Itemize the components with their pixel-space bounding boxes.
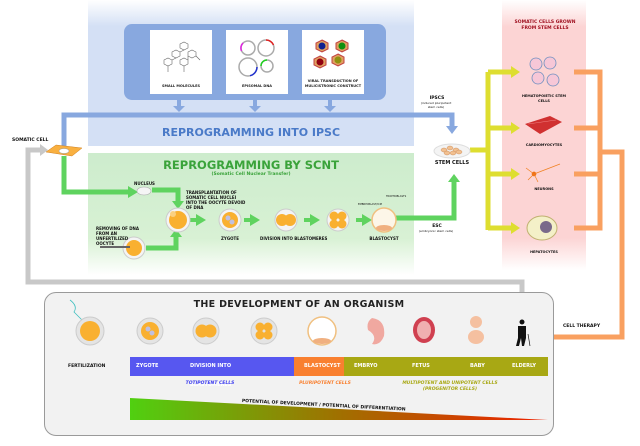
neuron-icon (525, 163, 561, 183)
method-label: EPISOMAL DNA (242, 83, 272, 88)
progenitor-label: (PROGENITOR CELLS) (422, 387, 478, 392)
blastocyst-icon (371, 207, 397, 233)
ipsc-flow-arrow (61, 112, 455, 146)
ipsc-arrowhead (446, 126, 458, 134)
cell-therapy-arrows (548, 69, 625, 340)
plasmid-rings-icon (238, 39, 275, 77)
scnt-section-subtitle: (Somatic Cell Nuclear Transfer) (211, 172, 291, 177)
step-division: DIVISION INTO BLASTOMERES (260, 236, 328, 241)
baby-icon (468, 316, 484, 344)
zygote-icon (218, 208, 242, 232)
esc-label: ESC (432, 224, 442, 229)
embryoblast-label: EMBRYOBLAST/ICM (358, 203, 382, 206)
nucleus-icon (136, 186, 152, 196)
step-blastocyst: BLASTOCYST (369, 236, 399, 241)
pluripotent-label: PLURIPOTENT CELLS (299, 381, 351, 386)
embryo-icon (367, 318, 385, 345)
multipotent-label: MULTIPOTENT AND UNIPOTENT CELLS (402, 381, 498, 386)
two-cell-icon (274, 208, 298, 232)
cardiomyocytes-icon (525, 116, 562, 134)
method-label: VIRAL TRANSDUCTION OF MULICISTRONIC CONS… (304, 79, 362, 88)
molecule-structure-icon (163, 41, 201, 72)
branch-arrowheads (511, 66, 520, 234)
trophoblast-label: TROPHOBLASTS (386, 195, 407, 198)
stage-baby: BABY (470, 363, 485, 369)
somatic-grown-title: SOMATIC CELLS GROWN FROM STEM CELLS (514, 20, 576, 31)
two-cell-stage-icon (192, 317, 220, 345)
zygote-stage-icon (136, 317, 164, 345)
scnt-arrowheads (128, 174, 460, 237)
stem-cells-label: STEM CELLS (434, 160, 470, 166)
fetus-icon (413, 317, 435, 343)
ipsc-section-title: REPROGRAMMING INTO IPSC (161, 126, 341, 139)
removing-dna-text: REMOVING OF DNA FROM AN UNFERTILIZED OOC… (96, 226, 139, 246)
transplant-label: TRANSPLANTATION OF SOMATIC CELL NUCLEI I… (186, 190, 246, 210)
method-label: SMALL MOLECULES (161, 83, 201, 88)
method-card-viral-transduction: VIRAL TRANSDUCTION OF MULICISTRONIC CONS… (302, 30, 364, 94)
development-title: THE DEVELOPMENT OF AN ORGANISM (193, 299, 405, 310)
esc-sublabel: (embryonic stem cells) (418, 229, 454, 233)
return-arrowhead (40, 144, 48, 156)
ipscs-sublabel: (induced pluripotent stem cells) (420, 101, 452, 109)
multipotent-segment (344, 357, 548, 376)
elderly-icon (516, 319, 531, 347)
hematopoietic-cells-icon (529, 56, 560, 87)
virus-particles-icon (313, 39, 349, 69)
cell-type-cardiomyocytes: CARDIOMYOCYTES (525, 143, 563, 147)
totipotent-label: TOTIPOTENT CELLS (185, 381, 235, 386)
stem-cell-branch-arrows (470, 69, 512, 231)
method-card-small-molecules: SMALL MOLECULES (150, 30, 212, 94)
pluripotent-segment (294, 357, 344, 376)
stage-zygote: ZYGOTE (136, 363, 159, 369)
cell-therapy-label: CELL THERAPY (563, 324, 601, 329)
removing-dna-label: REMOVING OF DNA FROM AN UNFERTILIZED OOC… (96, 226, 146, 246)
blastocyst-stage-icon (307, 316, 337, 346)
stage-embryo: EMBRYO (354, 363, 378, 369)
cell-type-hepatocytes: HEPATOCYTES (530, 250, 558, 254)
stage-blastocyst: BLASTOCYST (304, 363, 341, 369)
ipsc-method-arrows (173, 100, 336, 112)
totipotent-segment (130, 357, 294, 376)
hepatocyte-icon (526, 215, 558, 241)
four-cell-stage-icon (250, 317, 278, 345)
cell-type-neurons: NEURONS (534, 187, 554, 191)
step-zygote: ZYGOTE (221, 236, 239, 241)
stage-division: DIVISION INTO BLASTOMERES (190, 363, 232, 388)
oocyte-enucleated-icon (165, 207, 191, 233)
ipscs-label: IPSCs (429, 96, 445, 101)
nucleus-label: NUCLEUS (134, 181, 155, 186)
four-cell-icon (326, 208, 350, 232)
fertilization-label: FERTILIZATION (68, 364, 106, 369)
method-card-episomal-dna: EPISOMAL DNA (226, 30, 288, 94)
stage-fetus: FETUS (412, 363, 430, 369)
scnt-section-title: REPROGRAMMING BY SCNT (163, 158, 339, 172)
fertilization-egg-icon (75, 316, 105, 346)
somatic-cell-label: SOMATIC CELL (12, 138, 49, 143)
cell-type-hematopoietic: HEMATOPOIETIC STEM CELLS (521, 94, 567, 103)
unfertilized-oocyte-icon (100, 236, 146, 260)
stage-elderly: ELDERLY (512, 363, 537, 369)
potential-gradient-wedge (130, 398, 548, 420)
